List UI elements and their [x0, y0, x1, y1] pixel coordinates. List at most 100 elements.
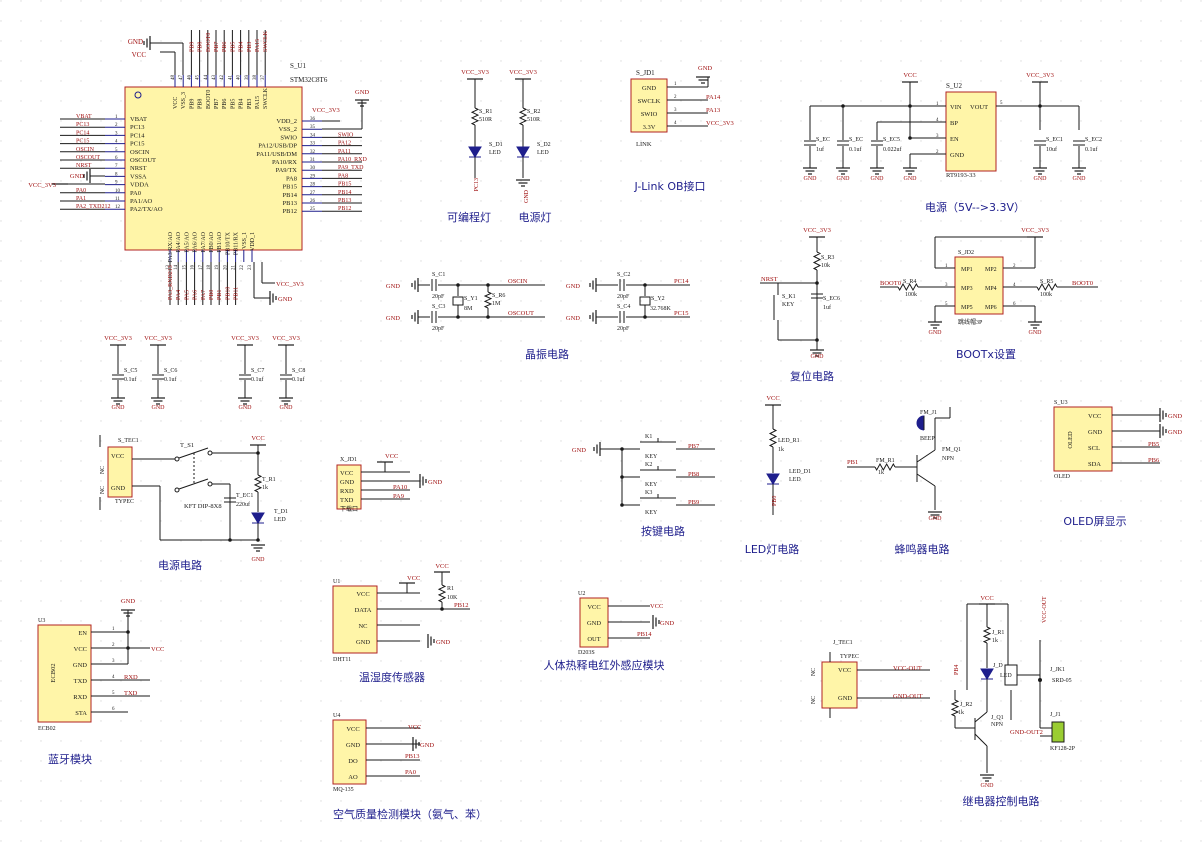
label: MP1	[961, 267, 973, 273]
pin-number: 16	[191, 265, 196, 271]
section-title: 人体热释电红外感应模块	[544, 658, 665, 672]
gnd-label: GND	[929, 516, 943, 522]
label: AO	[348, 774, 358, 781]
pin-name: PB14	[283, 192, 298, 199]
pin-name: PA7/AO	[201, 231, 207, 252]
vcc-label: VCC_3V3	[312, 107, 340, 114]
pin-number: 8	[115, 172, 118, 177]
label: S_JD2	[958, 250, 974, 256]
label: LED	[274, 517, 286, 523]
vcc-label: VCC	[251, 435, 264, 442]
label: S_D1	[489, 142, 503, 148]
pin-number: 31	[310, 158, 316, 163]
section-title: 电源电路	[158, 558, 202, 572]
label: 5	[945, 302, 948, 307]
gnd-label: GND	[660, 620, 674, 627]
download-body	[336, 464, 362, 510]
label: MP6	[985, 305, 997, 311]
net-label: PB9	[189, 42, 195, 52]
net-label: VBAT	[76, 114, 92, 120]
label: GND	[340, 479, 354, 486]
label: 100k	[1040, 292, 1052, 298]
pin-name: PB9	[189, 99, 195, 109]
label: S_EC5	[883, 137, 900, 143]
pin-number: 13	[166, 265, 171, 271]
label: VCC	[340, 470, 353, 477]
net-label: PA4	[176, 290, 182, 300]
label: MP5	[961, 305, 973, 311]
net-label: OSCIN	[76, 147, 95, 153]
vcc-label: VCC	[903, 72, 916, 79]
led-symbol	[468, 146, 482, 158]
switch-contact	[174, 487, 180, 493]
bluetooth-body	[37, 624, 92, 723]
section-title: 电源（5V-->3.3V）	[925, 200, 1025, 214]
gnd-label: GND	[1029, 330, 1043, 336]
gnd-label: GND	[386, 315, 400, 322]
net-label: BOOT0	[880, 280, 901, 287]
pin-name: PA3/RX/AO	[168, 231, 174, 262]
label: S_U3	[1054, 400, 1068, 406]
label: VCC	[587, 604, 600, 611]
label: 8M	[464, 306, 473, 312]
label: SDA	[1088, 461, 1101, 468]
label: S_U2	[946, 82, 962, 90]
pin-number: 44	[204, 75, 209, 81]
label: S_R2	[527, 109, 540, 115]
label: SCL	[1088, 445, 1100, 452]
oled-body	[1053, 406, 1113, 472]
net-label: PB5	[1148, 441, 1159, 448]
label: U2	[578, 591, 585, 597]
label: VCC	[111, 453, 124, 460]
label: J_Q1	[991, 715, 1004, 721]
label: LINK	[636, 141, 652, 148]
pin-name: OSCIN	[130, 149, 150, 156]
label: S_D2	[537, 142, 551, 148]
label: 3	[945, 283, 948, 288]
label: 6	[1013, 302, 1016, 307]
typec2-body	[821, 661, 858, 709]
net-label: PB8	[688, 471, 699, 478]
gnd-label: GND	[121, 598, 135, 605]
pin-name: VBAT	[130, 116, 147, 123]
label: STA	[75, 710, 87, 717]
junction-dot	[908, 136, 912, 140]
gnd-label: GND	[278, 296, 292, 303]
label: 100k	[905, 292, 917, 298]
label: 4	[936, 118, 939, 123]
label: OLED	[1067, 431, 1074, 449]
label: 3.3V	[643, 124, 656, 131]
gnd-label: GND	[386, 283, 400, 290]
label: 0.1uf	[849, 146, 862, 153]
pin-number: 17	[199, 265, 204, 271]
pin-number: 2	[115, 123, 118, 128]
junction-dot	[815, 281, 819, 285]
label: ECB02	[38, 726, 56, 732]
label: 5	[1000, 101, 1003, 106]
net-label: PB10	[225, 287, 231, 300]
pin-name: SWIO	[280, 134, 297, 141]
gnd-label: GND	[572, 447, 586, 454]
label: 10K	[447, 595, 458, 601]
net-label: BOOT0	[1072, 280, 1093, 287]
pin-number: 30	[310, 166, 316, 171]
vcc-label: VCC_3V3	[1021, 227, 1049, 234]
pin-name: VSS_2	[279, 126, 297, 133]
label: 510R	[527, 117, 540, 123]
net-label: PC13	[76, 122, 89, 128]
net-label: PA15	[255, 39, 261, 52]
junction-dot	[620, 475, 624, 479]
gnd-label: GND	[128, 38, 143, 46]
net-label: PA7	[201, 290, 207, 300]
label: T_R1	[262, 477, 276, 483]
pin-name: VCC	[173, 97, 179, 109]
net-label: PA6	[193, 290, 199, 300]
label: OUT	[587, 636, 600, 643]
junction-dot	[440, 607, 444, 611]
gnd-label: GND	[428, 479, 442, 486]
terminal-connector	[1051, 721, 1065, 743]
label: U4	[333, 713, 340, 719]
net-label: PA8	[338, 173, 348, 179]
resistor	[483, 291, 493, 309]
